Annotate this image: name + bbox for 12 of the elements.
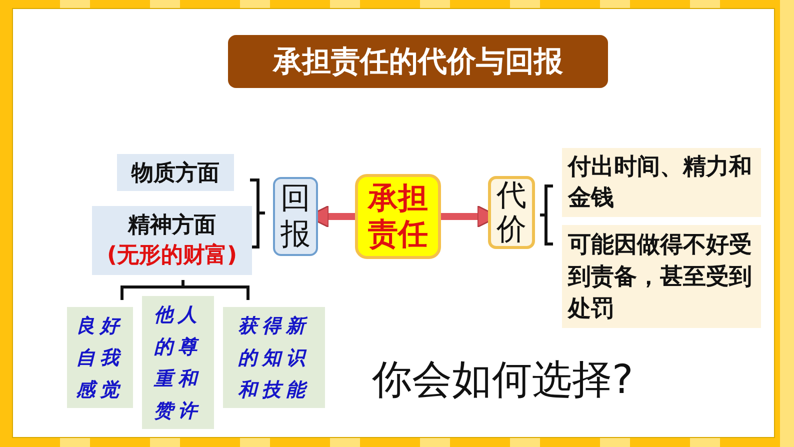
return-box: 回报 [273, 177, 318, 256]
aspect-box: 物质方面 [117, 154, 234, 191]
cost-item-box: 可能因做得不好受到责备，甚至受到处罚 [562, 225, 761, 328]
benefit-box: 良好自我感觉 [67, 307, 133, 408]
benefit-box: 获得新的知识和技能 [223, 307, 325, 408]
central-box: 承担责任 [355, 174, 441, 259]
cost-item-box: 付出时间、精力和金钱 [562, 148, 761, 217]
question-text: 你会如何选择? [372, 356, 634, 405]
benefit-box: 他人的尊重和赞许 [142, 296, 214, 429]
aspect-box: 精神方面 (无形的财富) [92, 206, 252, 275]
title-banner: 承担责任的代价与回报 [228, 35, 608, 88]
cost-box: 代价 [488, 176, 535, 249]
